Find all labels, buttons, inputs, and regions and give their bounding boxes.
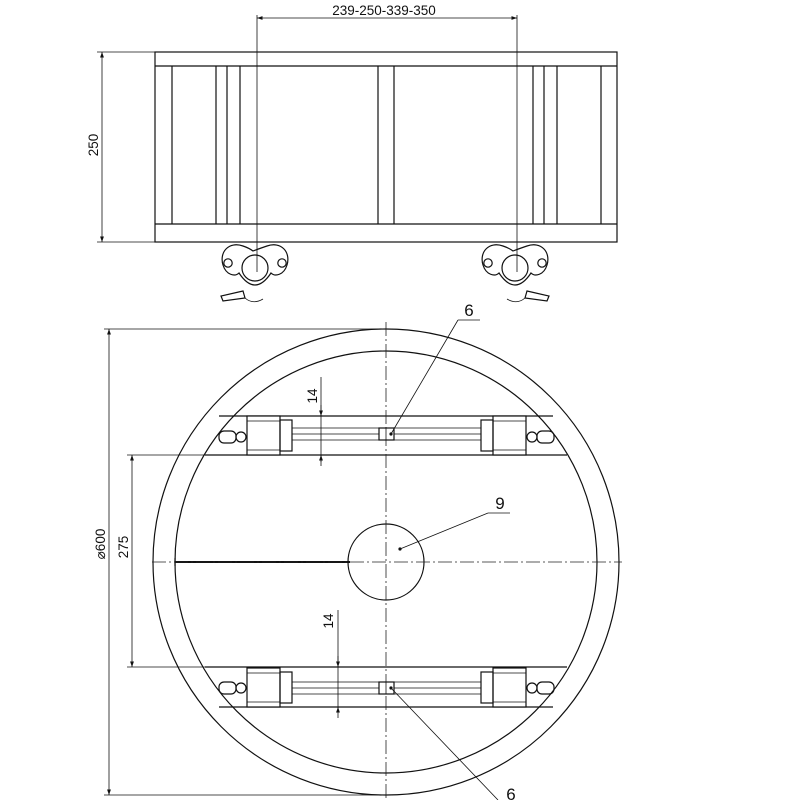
callout-top: 6	[389, 301, 480, 436]
callout-bottom-number: 6	[506, 785, 515, 800]
height-label: 250	[86, 134, 101, 157]
spacing-label: 275	[116, 536, 131, 559]
clamp-right	[481, 244, 550, 303]
callout-center: 9	[398, 494, 510, 551]
callout-top-number: 6	[464, 301, 473, 320]
diameter-label: ⌀600	[93, 529, 108, 560]
side-frame-outline	[154, 51, 618, 243]
top-bar-assembly	[218, 415, 555, 456]
clamp-left	[220, 244, 289, 303]
rail-top-label: 14	[305, 388, 320, 404]
clamp-spacing-label: 239-250-339-350	[332, 3, 436, 18]
bottom-bar-assembly	[218, 667, 555, 708]
callout-bottom: 6	[389, 686, 516, 800]
side-posts	[171, 66, 602, 224]
rail-bottom-label: 14	[321, 613, 336, 629]
side-view: 239-250-339-350 250	[86, 3, 618, 303]
plan-view: ⌀600 275 14 14 6 9 6	[93, 301, 622, 800]
callout-center-number: 9	[495, 494, 504, 513]
